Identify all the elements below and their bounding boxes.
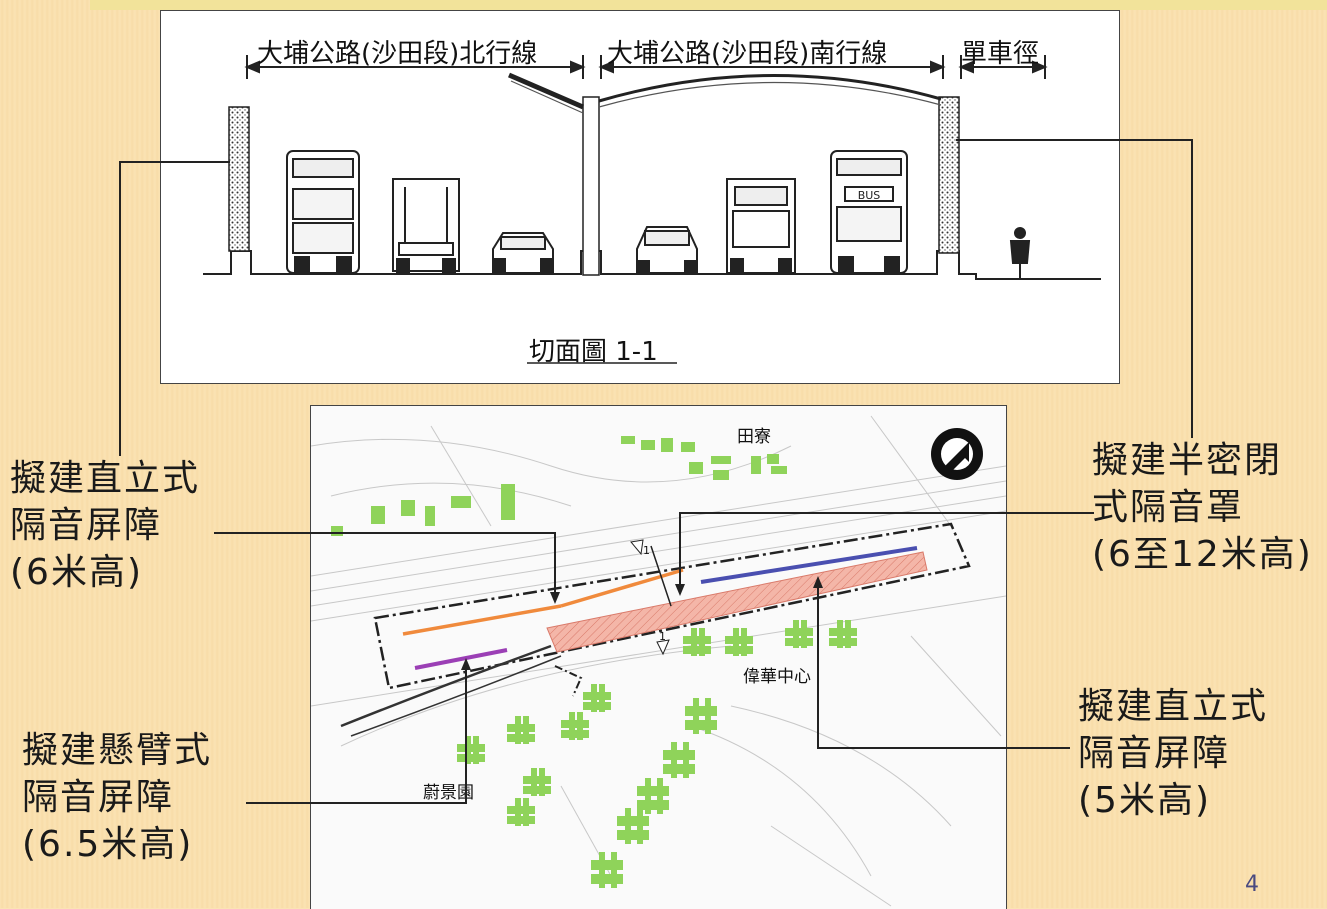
- bus-sign: BUS: [858, 189, 881, 202]
- callout-line: (5米高): [1078, 779, 1211, 821]
- cross-section-panel: BUS 大埔公路(沙田段)北行線 大埔公路(沙田段)南行線 單車徑 切面圖 1-…: [160, 10, 1120, 384]
- truck-left: [392, 178, 460, 274]
- north-arrow-icon: [931, 428, 983, 480]
- location-map-panel: 1 1 田寮 偉華中心 蔚景園: [310, 405, 1007, 909]
- callout-vertical-barrier-5m: 擬建直立式 隔音屏障 (5米高): [1078, 684, 1268, 824]
- cyclist-icon: [1009, 227, 1031, 279]
- south-lane-label: 大埔公路(沙田段)南行線: [607, 39, 888, 69]
- bus-left: [286, 150, 360, 274]
- callout-cantilever-barrier: 擬建懸臂式 隔音屏障 (6.5米高): [22, 728, 212, 868]
- callout-vertical-barrier-6m: 擬建直立式 隔音屏障 (6米高): [10, 456, 200, 596]
- dimension-lines: [244, 55, 1048, 79]
- left-noise-barrier: [228, 106, 250, 252]
- callout-line: 隔音屏障: [10, 504, 163, 546]
- callout-line: 擬建直立式: [1078, 686, 1269, 727]
- page-number: 4: [1245, 872, 1259, 897]
- place-label-weihua: 偉華中心: [743, 662, 811, 687]
- north-lane-label: 大埔公路(沙田段)北行線: [257, 39, 538, 69]
- callout-line: (6.5米高): [22, 823, 194, 865]
- section-mark-a: 1: [643, 544, 650, 557]
- callout-semi-enclosure: 擬建半密閉 式隔音罩 (6至12米高): [1092, 438, 1313, 578]
- location-map: 1 1: [311, 415, 1006, 907]
- place-label-tianliao: 田寮: [737, 422, 771, 447]
- cycle-track-label: 單車徑: [961, 39, 1040, 69]
- bus-right: [830, 150, 908, 274]
- callout-line: 擬建懸臂式: [22, 730, 213, 771]
- callout-line: 隔音屏障: [1078, 732, 1231, 774]
- section-mark-b: 1: [659, 630, 666, 643]
- callout-line: 隔音屏障: [22, 776, 175, 818]
- car-right: [636, 226, 698, 274]
- place-label-weijing: 蔚景園: [423, 778, 474, 803]
- callout-line: (6至12米高): [1092, 533, 1313, 575]
- callout-line: 擬建半密閉: [1092, 440, 1283, 481]
- top-band: [90, 0, 1327, 10]
- background-linework: [311, 415, 1006, 907]
- right-noise-barrier: [938, 96, 960, 254]
- callout-line: 擬建直立式: [10, 458, 201, 499]
- truck-right: [726, 178, 796, 274]
- callout-line: (6米高): [10, 551, 143, 593]
- car-left: [492, 232, 554, 274]
- callout-line: 式隔音罩: [1092, 486, 1245, 528]
- section-caption: 切面圖 1-1: [529, 337, 658, 367]
